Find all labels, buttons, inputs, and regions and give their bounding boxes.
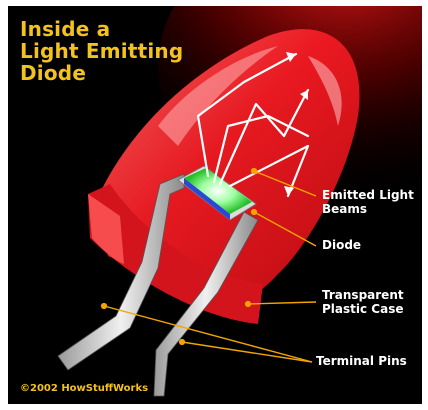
label-transparent-plastic-case: Transparent Plastic Case bbox=[322, 288, 404, 316]
diagram-title: Inside a Light Emitting Diode bbox=[20, 18, 183, 84]
callout-dot-pin-right bbox=[180, 340, 185, 345]
led-diagram: Inside a Light Emitting Diode Emitted Li… bbox=[8, 6, 422, 404]
copyright-credit: ©2002 HowStuffWorks bbox=[20, 383, 148, 394]
label-emitted-light-beams: Emitted Light Beams bbox=[322, 188, 414, 216]
callout-dot-pin-left bbox=[102, 304, 107, 309]
label-terminal-pins: Terminal Pins bbox=[316, 354, 407, 368]
callout-dot-diode bbox=[252, 210, 257, 215]
callout-dot-beams bbox=[252, 169, 257, 174]
label-diode: Diode bbox=[322, 238, 361, 252]
callout-dot-case bbox=[246, 302, 251, 307]
